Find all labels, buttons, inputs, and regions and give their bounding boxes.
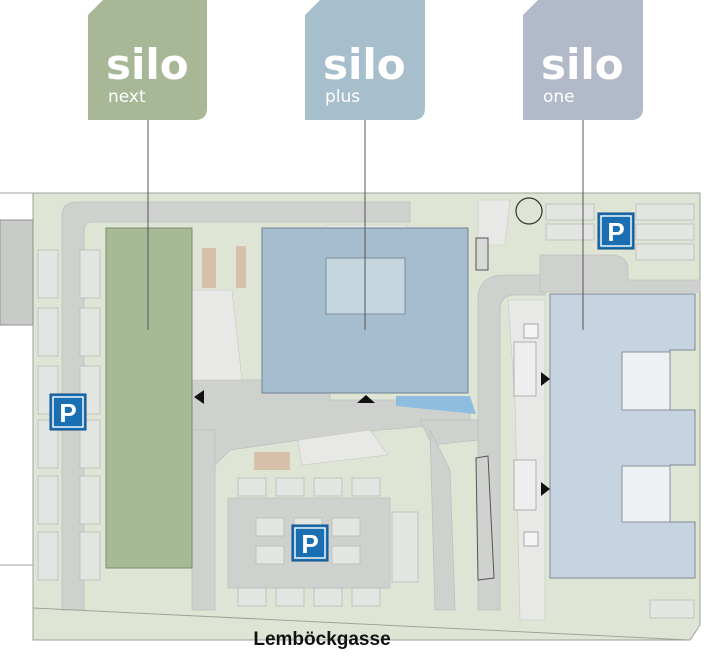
stall: [79, 419, 101, 469]
tag-shape: [305, 0, 425, 120]
tag-silo-one[interactable]: silo one: [523, 0, 643, 120]
tag-silo-plus[interactable]: silo plus: [305, 0, 425, 120]
arrow-left-icon: [194, 390, 204, 404]
arrow-up-icon: [357, 395, 375, 403]
bike-stand: [513, 341, 537, 397]
stall: [331, 517, 361, 537]
stall: [545, 203, 595, 221]
terrace: [236, 246, 246, 288]
tag-shape: [523, 0, 643, 120]
stall: [649, 599, 695, 619]
parking-stalls-west: [37, 249, 101, 581]
tag-shape: [88, 0, 207, 120]
tag-title: silo: [323, 40, 406, 89]
stall: [351, 587, 381, 607]
parking-sign-east: P: [597, 212, 635, 250]
stall: [237, 477, 267, 497]
bike-shed: [523, 531, 539, 547]
stall: [255, 545, 285, 565]
road-west: [61, 201, 411, 611]
tag-title: silo: [106, 40, 189, 89]
parking-sign-south: P: [291, 524, 329, 562]
paved-plaza: [297, 429, 389, 466]
stall: [331, 545, 361, 565]
parking-sign-bg: [49, 393, 87, 431]
stall: [37, 531, 59, 581]
arrow-right-icon: [541, 372, 550, 386]
parking-sign-letter: P: [301, 529, 318, 559]
kiosk: [475, 237, 489, 271]
street-edge: [32, 607, 691, 641]
stall: [79, 475, 101, 525]
parking-stalls-northeast: [545, 203, 695, 619]
stall: [275, 587, 305, 607]
stall: [275, 477, 305, 497]
road-connector: [429, 429, 456, 611]
parking-sign-letter: P: [607, 217, 624, 247]
arrow-right-icon: [541, 482, 550, 496]
stall: [37, 475, 59, 525]
road-middle: [191, 429, 216, 611]
stall: [79, 249, 101, 299]
bike-shed: [523, 323, 539, 339]
silo-one-footprint: [549, 293, 696, 579]
canopy-structure: [475, 455, 495, 581]
stall: [37, 307, 59, 357]
stall: [79, 307, 101, 357]
tag-title: silo: [541, 40, 624, 89]
stall: [255, 517, 285, 537]
street-name-label: Lemböckgasse: [253, 629, 390, 650]
stall: [351, 477, 381, 497]
water-feature: [396, 396, 476, 414]
terrace: [202, 248, 216, 288]
tag-subtitle: one: [543, 87, 575, 107]
parking-sign-inner: [52, 396, 84, 428]
parking-sign-bg: [597, 212, 635, 250]
tag-silo-next[interactable]: silo next: [88, 0, 207, 120]
stall: [313, 587, 343, 607]
parking-sign-inner: [600, 215, 632, 247]
parking-sign-letter: P: [59, 398, 76, 428]
parking-sign-bg: [291, 524, 329, 562]
neighbour-building: [0, 219, 34, 326]
terrace: [254, 452, 290, 470]
stall: [635, 223, 695, 241]
stall: [79, 531, 101, 581]
tag-subtitle: plus: [325, 87, 360, 107]
stall: [37, 419, 59, 469]
silo-one-courtyard: [621, 465, 671, 523]
stall: [237, 587, 267, 607]
stall: [313, 477, 343, 497]
stall: [37, 249, 59, 299]
stall: [545, 223, 595, 241]
silo-next-footprint: [105, 227, 193, 569]
parking-sign-inner: [294, 527, 326, 559]
silo-one-courtyard: [621, 351, 671, 411]
road-northeast: [539, 254, 701, 293]
parking-sign-west: P: [49, 393, 87, 431]
road-east: [477, 274, 546, 611]
bike-stand: [513, 459, 537, 511]
roundabout-feature: [515, 197, 543, 225]
stall: [635, 203, 695, 221]
stall: [391, 511, 419, 583]
tag-subtitle: next: [108, 87, 146, 107]
stall: [635, 243, 695, 261]
paved-northeast-patch: [477, 199, 511, 246]
